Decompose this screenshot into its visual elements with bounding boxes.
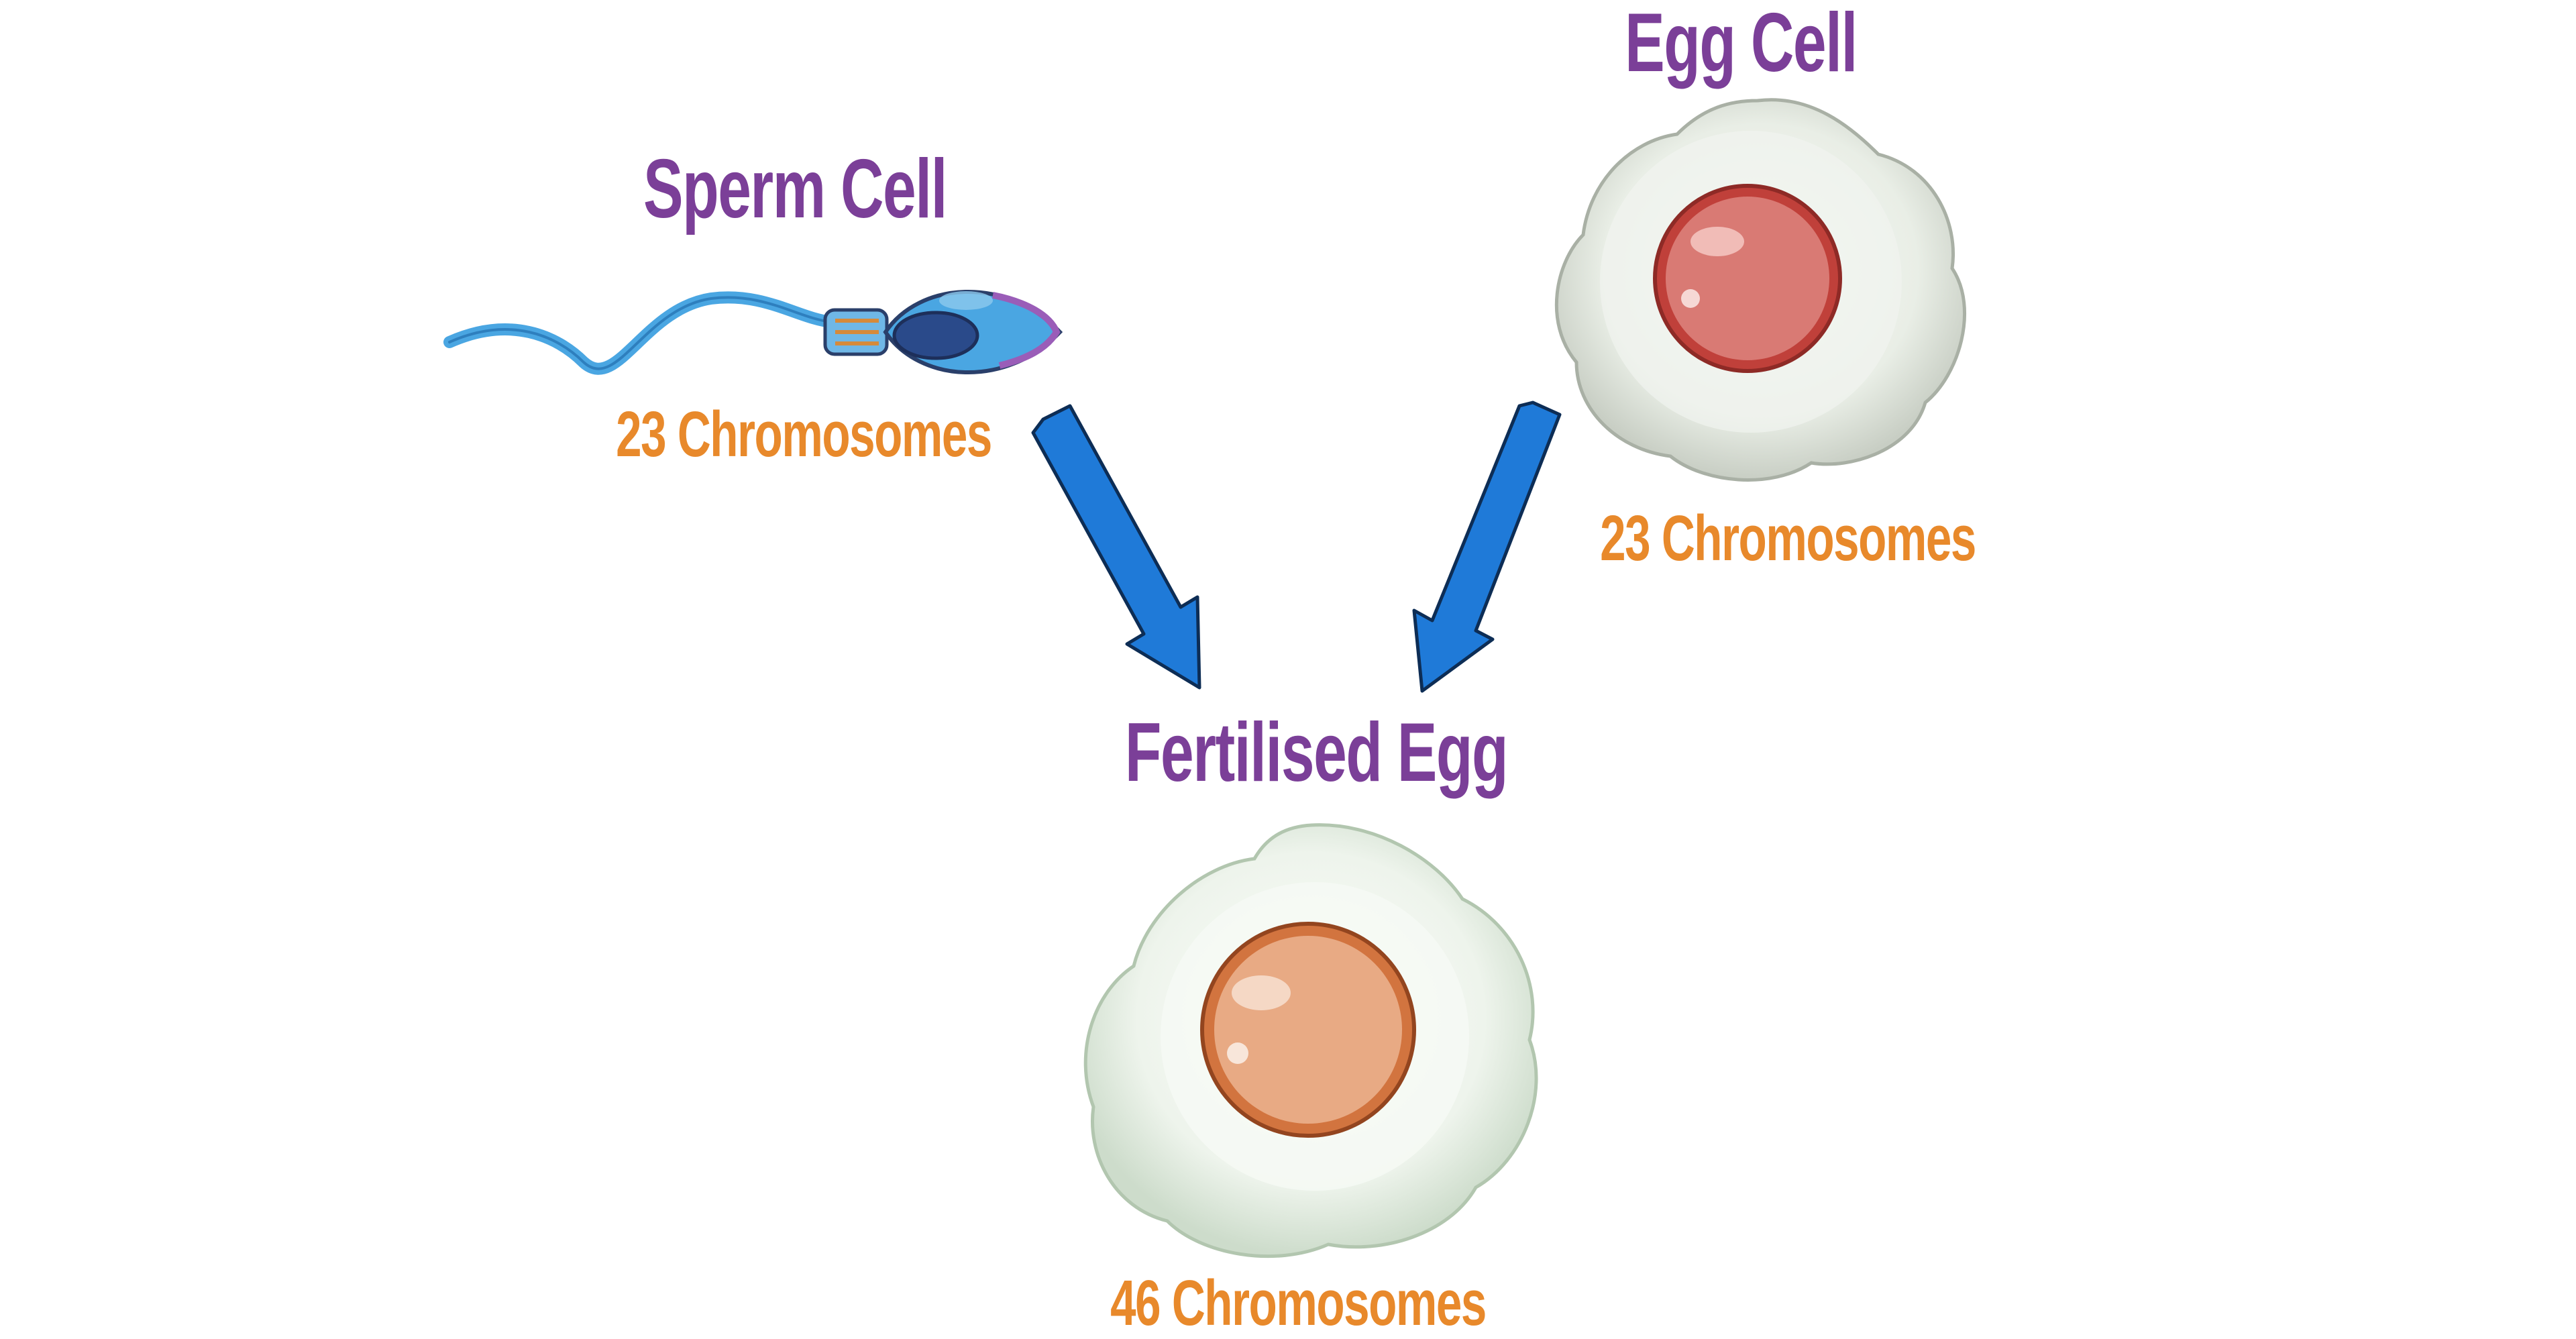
fertilised-chromosome-count: 46 Chromosomes <box>1110 1267 1487 1339</box>
sperm-cell-icon <box>443 289 1063 375</box>
sperm-chromosome-count: 23 Chromosomes <box>616 398 992 470</box>
arrow-icon <box>1412 400 1562 693</box>
egg-chromosome-count: 23 Chromosomes <box>1600 502 1976 574</box>
fertilised-egg-title: Fertilised Egg <box>1124 706 1509 799</box>
fertilised-egg-icon <box>1083 823 1538 1258</box>
arrow-icon <box>1031 404 1201 690</box>
sperm-cell-title: Sperm Cell <box>643 143 947 235</box>
egg-cell-icon <box>1554 98 1967 482</box>
egg-cell-title: Egg Cell <box>1625 0 1858 89</box>
